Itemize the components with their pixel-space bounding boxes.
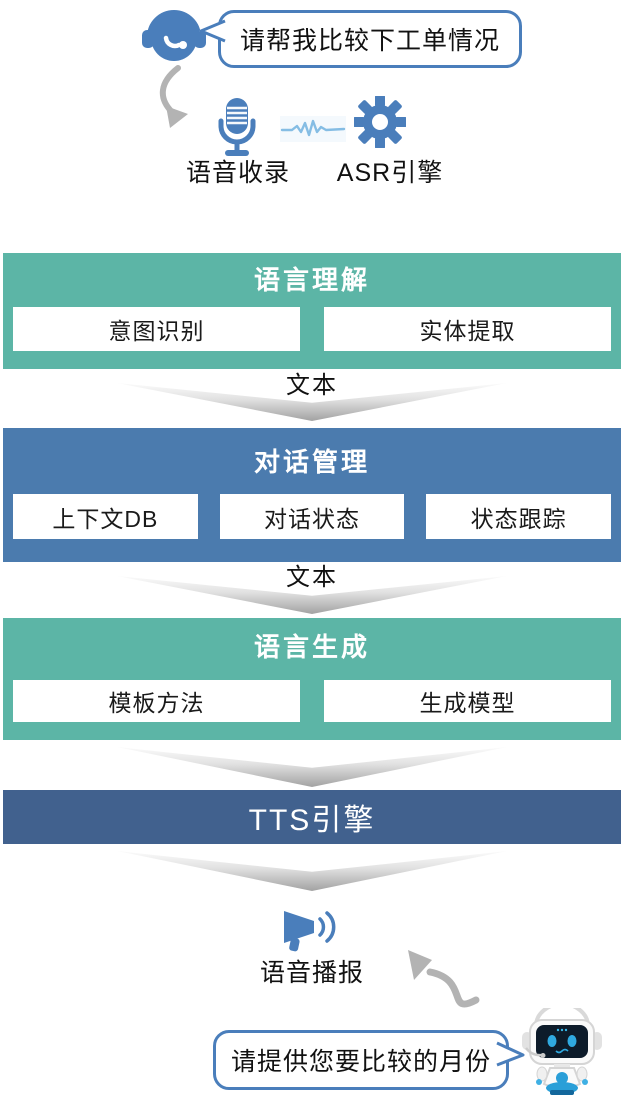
item-context-db: 上下文DB [13,494,198,539]
stage-language-understanding: 语言理解 意图识别 实体提取 [3,253,621,369]
robot-icon [522,1008,602,1095]
flow-arrow-down-icon [160,65,188,128]
item-state-tracking: 状态跟踪 [426,494,612,539]
bot-speech-text: 请提供您要比较的月份 [230,1048,491,1076]
user-speech-bubble: 请帮我比较下工单情况 [218,10,522,68]
stage-title: 语言理解 [253,265,370,295]
stage-items-row: 上下文DB 对话状态 状态跟踪 [13,494,612,539]
voice-broadcast-label: 语音播报 [259,959,364,987]
connector-text-label: 文本 [286,564,338,591]
stage-title: 对话管理 [253,447,370,477]
stage-tts-engine: TTS引擎 [3,790,621,844]
item-dialog-state: 对话状态 [219,494,405,539]
bot-speech-bubble: 请提供您要比较的月份 [213,1030,509,1090]
item-template-method: 模板方法 [13,680,300,722]
stage-title: TTS引擎 [248,804,376,837]
stage-items-row: 意图识别 实体提取 [13,307,611,351]
stage-dialog-management: 对话管理 上下文DB 对话状态 状态跟踪 [3,428,621,562]
asr-engine-label: ASR引擎 [336,159,444,187]
connector-text-label: 文本 [286,372,338,399]
stage-items-row: 模板方法 生成模型 [13,680,611,722]
flow-arrow-up-icon [408,950,480,1008]
megaphone-icon [284,911,336,952]
chevron-down-icon [117,851,507,891]
user-speech-text: 请帮我比较下工单情况 [239,27,500,55]
chevron-down-icon [117,747,507,787]
item-entity-extraction: 实体提取 [324,307,611,351]
waveform-icon [280,116,346,142]
gear-icon [354,96,406,148]
agent-headset-icon [142,10,206,61]
item-generation-model: 生成模型 [324,680,611,722]
microphone-icon [218,98,256,156]
voice-capture-label: 语音收录 [185,159,290,187]
stage-language-generation: 语言生成 模板方法 生成模型 [3,618,621,740]
speech-bubble-tail-left-icon [199,19,226,43]
speech-bubble-tail-right-icon [496,1041,525,1067]
stage-title: 语言生成 [253,632,370,662]
item-intent-recognition: 意图识别 [13,307,300,351]
